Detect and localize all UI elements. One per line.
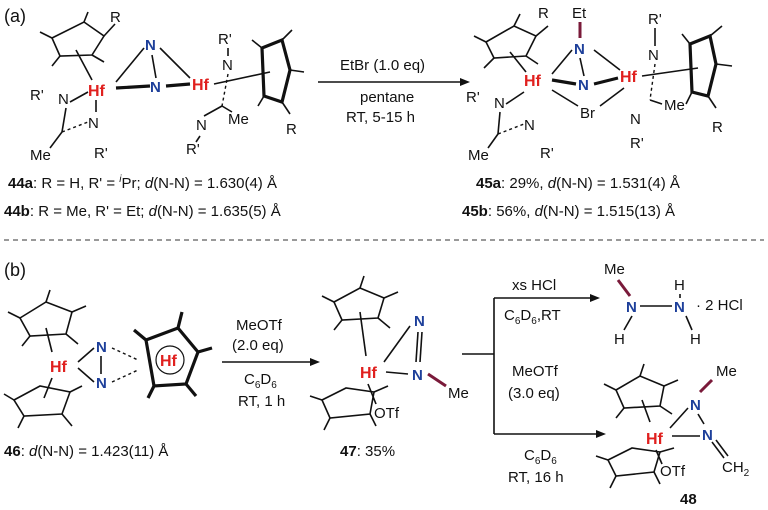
rp-label-2: R' — [94, 145, 108, 162]
rp-label-6: R' — [540, 145, 554, 162]
cp-ring-top-47 — [321, 275, 399, 357]
cp-ring-top-46 — [7, 289, 87, 353]
rp-label-7: R' — [648, 11, 662, 28]
hf-atom-45-right: Hf — [620, 69, 638, 86]
upper-arrow-conditions: C6D6,RT — [504, 307, 561, 327]
arrow-b1-solvent: C6D6 — [244, 371, 277, 391]
rp-label-5: R' — [466, 89, 480, 106]
n-atom-46-top: N — [96, 339, 107, 356]
arrow-b1-conditions: RT, 1 h — [238, 393, 285, 410]
hf-atom-46-left: Hf — [50, 359, 68, 376]
me-label-48: Me — [716, 363, 737, 380]
n-atom-hydrazine-2: N — [674, 299, 685, 316]
n-label-amid-1: N — [58, 91, 69, 108]
hf-atom-47: Hf — [360, 365, 378, 382]
n-atom-46-bottom: N — [96, 375, 107, 392]
r-label-1: R — [110, 9, 121, 26]
caption-44a: 44a: R = H, R' = iPr; d(N-N) = 1.630(4) … — [8, 174, 277, 192]
n-atom-48-bottom: N — [702, 427, 713, 444]
n-label-amid-4: N — [196, 117, 207, 134]
lower-arrow-conditions: RT, 16 h — [508, 469, 564, 486]
n-label-amid-7: N — [648, 47, 659, 64]
otf-label-47: OTf — [374, 405, 400, 422]
hf-atom-44-left: Hf — [88, 83, 106, 100]
n-atom-44-top: N — [145, 37, 156, 54]
me-label-hydrazine: Me — [604, 261, 625, 278]
n-atom-hydrazine-1: N — [626, 299, 637, 316]
n-label-amid-5: N — [494, 95, 505, 112]
caption-44b: 44b: R = Me, R' = Et; d(N-N) = 1.635(5) … — [4, 203, 281, 220]
h-label-3: H — [690, 331, 701, 348]
rp-label-4: R' — [186, 141, 200, 158]
r-label-3: R — [538, 5, 549, 22]
rp-label-1: R' — [30, 87, 44, 104]
caption-45b: 45b: 56%, d(N-N) = 1.515(13) Å — [462, 203, 675, 220]
n-label-amid-3: N — [222, 57, 233, 74]
cp-ring-bottom-48 — [595, 447, 675, 489]
n-label-amid-6: N — [524, 117, 535, 134]
cp-ring-left-a — [39, 11, 116, 81]
hf-atom-46-right: Hf — [160, 353, 178, 370]
lower-arrow-equiv: (3.0 eq) — [508, 385, 560, 402]
et-label: Et — [572, 5, 587, 22]
n-atom-48-top: N — [690, 397, 701, 414]
me-label-3: Me — [468, 147, 489, 164]
r-label-4: R — [712, 119, 723, 136]
cp-ring-bottom-46 — [3, 377, 83, 429]
n-atom-44-bottom: N — [150, 79, 161, 96]
arrow-a-solvent: pentane — [360, 89, 414, 106]
n-label-amid-8: N — [630, 111, 641, 128]
n-atom-47-bottom: N — [412, 367, 423, 384]
arrow-b1-reagent: MeOTf — [236, 317, 283, 334]
hf-atom-44-right: Hf — [192, 77, 210, 94]
upper-arrow-reagent: xs HCl — [512, 277, 556, 294]
arrow-b1-equiv: (2.0 eq) — [232, 337, 284, 354]
otf-label-48: OTf — [660, 463, 686, 480]
caption-45a: 45a: 29%, d(N-N) = 1.531(4) Å — [476, 175, 680, 192]
caption-47: 47: 35% — [340, 443, 395, 460]
rp-label-3: R' — [218, 31, 232, 48]
me-label-1: Me — [30, 147, 51, 164]
br-label: Br — [580, 105, 595, 122]
hf-metallacycle-46 — [132, 311, 213, 399]
h-label-2: H — [674, 277, 685, 294]
cp-ring-left-45 — [473, 13, 549, 73]
ch2-label-48: CH2 — [722, 459, 750, 479]
rp-label-8: R' — [630, 135, 644, 152]
lower-arrow-solvent: C6D6 — [524, 447, 557, 467]
caption-46: 46: d(N-N) = 1.423(11) Å — [4, 443, 168, 460]
arrow-a-conditions: RT, 5-15 h — [346, 109, 415, 126]
panel-b-label: (b) — [4, 260, 26, 280]
hf-atom-45-left: Hf — [524, 73, 542, 90]
me-label-47: Me — [448, 385, 469, 402]
r-label-2: R — [286, 121, 297, 138]
arrow-a-reagent: EtBr (1.0 eq) — [340, 57, 425, 74]
n-label-amid-2: N — [88, 115, 99, 132]
h-label-1: H — [614, 331, 625, 348]
me-label-2: Me — [228, 111, 249, 128]
cp-ring-top-48 — [603, 363, 679, 423]
me-label-4: Me — [664, 97, 685, 114]
n-atom-45-bottom: N — [578, 77, 589, 94]
hcl-salt-label: · 2 HCl — [696, 297, 743, 314]
n-atom-45-top: N — [574, 41, 585, 58]
caption-48: 48 — [680, 491, 697, 508]
hf-atom-48: Hf — [646, 431, 664, 448]
lower-arrow-reagent: MeOTf — [512, 363, 559, 380]
cp-ring-right-45 — [641, 25, 733, 109]
cp-ring-right-a — [213, 29, 305, 115]
cp-ring-bottom-47 — [309, 385, 389, 431]
panel-a-label: (a) — [4, 6, 26, 26]
n-atom-47-top: N — [414, 313, 425, 330]
